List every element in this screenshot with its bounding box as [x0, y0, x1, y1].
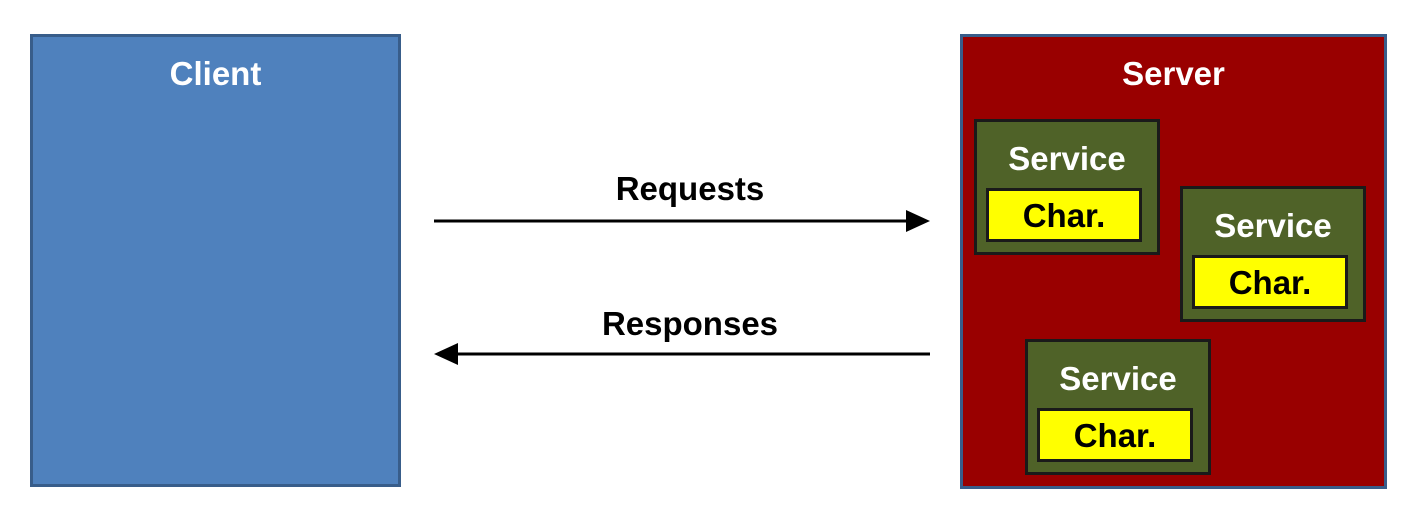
responses-arrow: [434, 343, 930, 365]
service-label: Service: [1214, 207, 1332, 244]
responses-label: Responses: [601, 305, 779, 342]
characteristic-label: Char.: [1022, 197, 1106, 234]
service-box: Service Char.: [1025, 339, 1211, 475]
service-label: Service: [1059, 360, 1177, 397]
server-box: Server Service Char. Service Char. Servi…: [960, 34, 1387, 489]
characteristic-box: Char.: [1037, 408, 1193, 462]
client-box: Client: [30, 34, 401, 487]
service-label: Service: [1008, 140, 1126, 177]
requests-label: Requests: [615, 170, 765, 207]
server-label: Server: [1122, 55, 1225, 92]
client-label: Client: [169, 55, 262, 92]
characteristic-label: Char.: [1073, 417, 1157, 454]
characteristic-box: Char.: [986, 188, 1142, 242]
service-box: Service Char.: [974, 119, 1160, 255]
requests-arrow: [434, 210, 930, 232]
characteristic-box: Char.: [1192, 255, 1348, 309]
characteristic-label: Char.: [1228, 264, 1312, 301]
service-box: Service Char.: [1180, 186, 1366, 322]
